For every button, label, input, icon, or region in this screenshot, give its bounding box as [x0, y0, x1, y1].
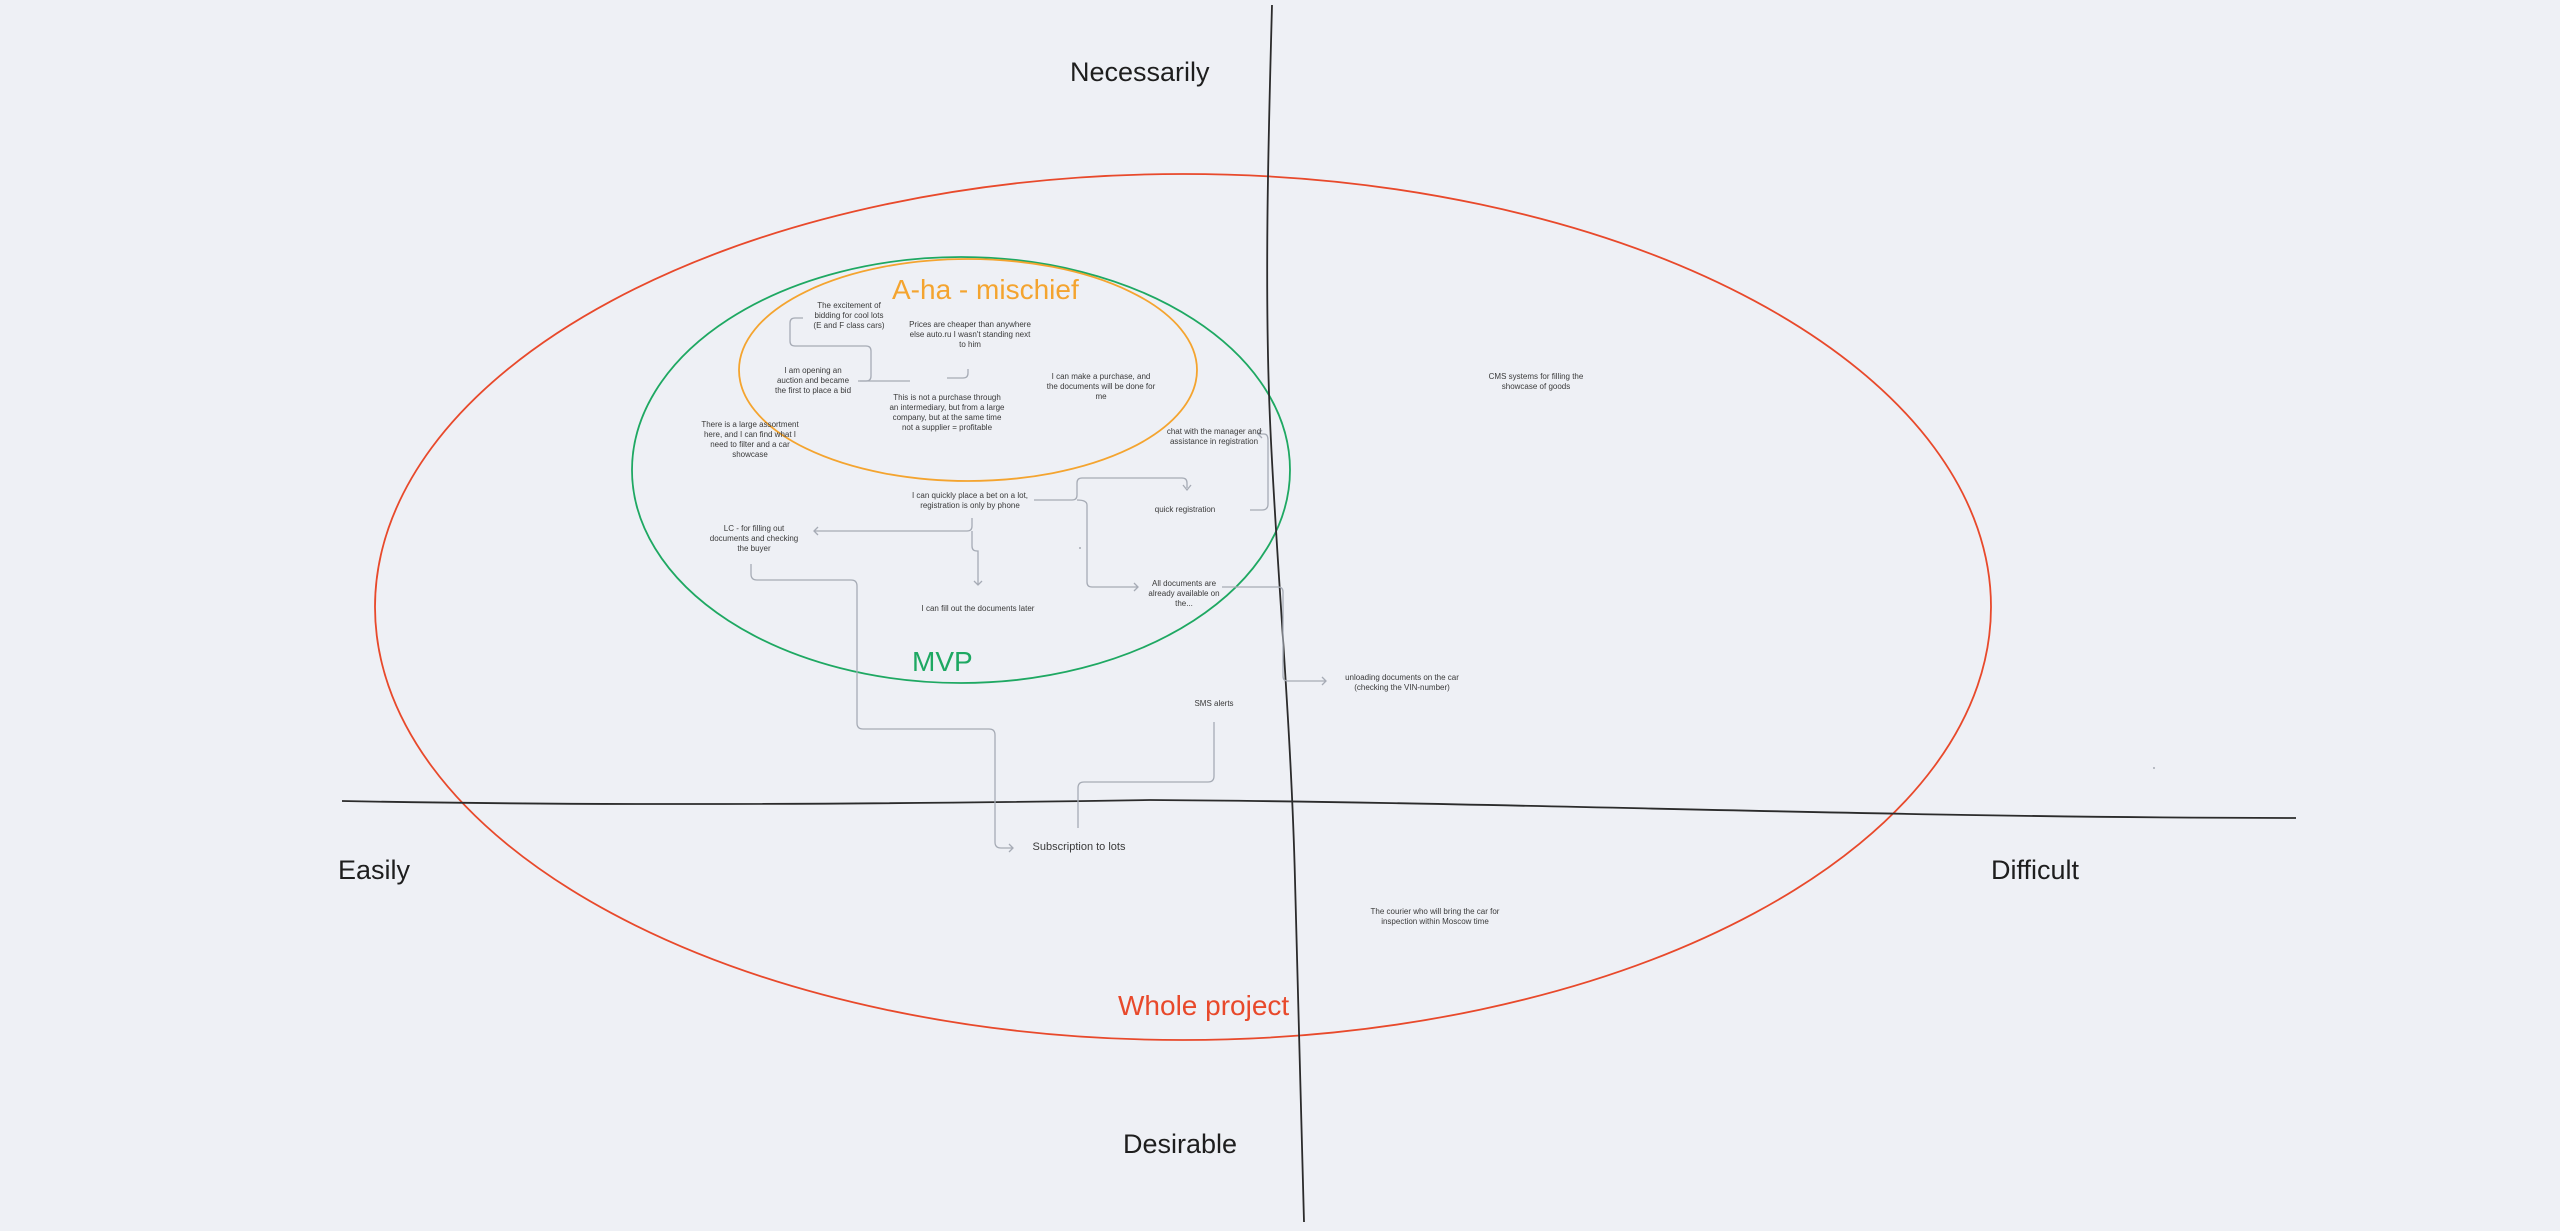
whole-project-ellipse [374, 173, 1992, 1041]
arrow-lc [813, 526, 819, 536]
note-prices: Prices are cheaper than anywhere else au… [909, 320, 1031, 349]
arrow-subscription [1008, 843, 1014, 853]
note-all-documents: All documents are already available on t… [1148, 579, 1220, 608]
arrow-registration [1182, 484, 1192, 492]
connector-hook [947, 369, 969, 379]
stray-dot-right [2153, 767, 2155, 769]
whole-project-label: Whole project [1118, 990, 1290, 1021]
note-chat-manager: chat with the manager and assistance in … [1166, 427, 1262, 446]
arrow-documents [1133, 582, 1139, 592]
note-large-assortment: There is a large assortment here, and I … [701, 420, 799, 459]
connector-sms-to-subscription [1077, 722, 1215, 828]
stray-dot [1079, 547, 1081, 549]
arrow-unloading [1321, 676, 1327, 686]
aha-label: A-ha - mischief [892, 274, 1079, 305]
note-sms: SMS alerts [1194, 699, 1234, 708]
note-lc-documents: LC - for filling out documents and check… [709, 524, 799, 553]
note-subscription: Subscription to lots [1032, 841, 1126, 853]
axis-right-label: Difficult [1991, 855, 2080, 885]
connectors [750, 317, 1327, 853]
note-quick-bet: I can quickly place a bet on a lot, regi… [911, 491, 1029, 510]
connector-lc-to-subscription [750, 564, 1013, 849]
vertical-axis-line [1266, 4, 1305, 1223]
connector-bet-to-documents [1076, 499, 1138, 588]
note-opening-auction: I am opening an auction and became the f… [774, 366, 852, 395]
note-excitement: The excitement of bidding for cool lots … [813, 301, 885, 330]
connector-bet-to-registration [1034, 477, 1188, 501]
note-quick-registration: quick registration [1154, 505, 1216, 514]
note-courier: The courier who will bring the car for i… [1370, 907, 1500, 926]
axis-bottom-label: Desirable [1123, 1129, 1238, 1159]
axis-top-label: Necessarily [1070, 57, 1210, 87]
arrow-fill-later [973, 580, 983, 586]
connector-bet-to-lc [814, 518, 973, 532]
horizontal-axis-line [341, 799, 2297, 819]
note-unloading: unloading documents on the car (checking… [1345, 673, 1459, 692]
connector-registration-to-chat [1250, 433, 1269, 511]
aha-ellipse [738, 258, 1198, 482]
mvp-ellipse [631, 256, 1291, 684]
arrow-chat [1257, 429, 1263, 439]
connector-bet-to-fill-later [971, 531, 979, 585]
connector-excitement [789, 317, 872, 382]
note-cms: CMS systems for filling the showcase of … [1488, 372, 1584, 391]
note-not-intermediary: This is not a purchase through an interm… [889, 393, 1005, 432]
note-fill-later: I can fill out the documents later [921, 604, 1035, 613]
note-make-purchase: I can make a purchase, and the documents… [1046, 372, 1156, 401]
axis-left-label: Easily [338, 855, 411, 885]
connector-documents-to-unloading [1222, 586, 1326, 682]
mvp-label: MVP [912, 646, 973, 677]
